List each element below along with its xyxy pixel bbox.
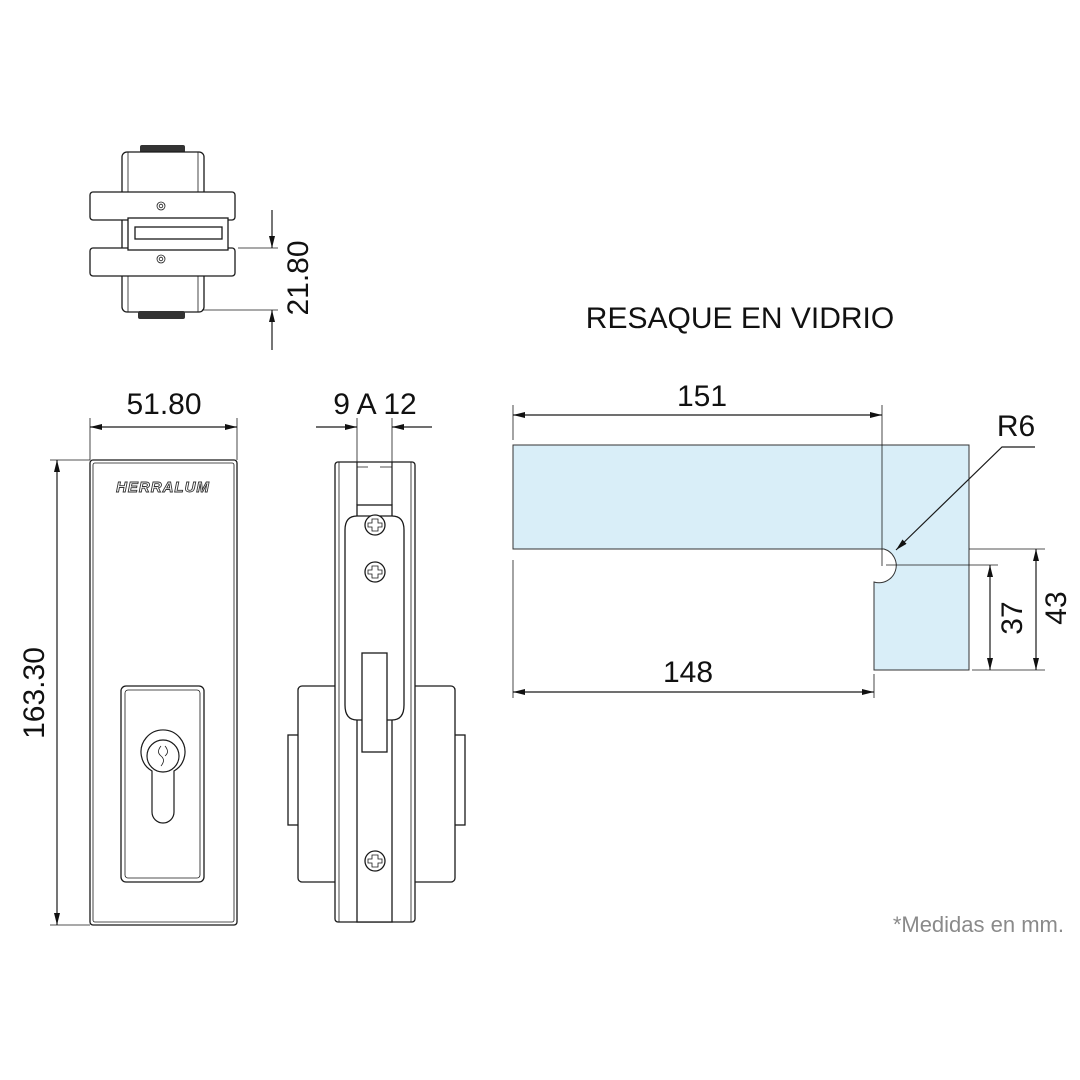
screw-icon <box>156 254 166 264</box>
units-note: *Medidas en mm. <box>893 912 1064 937</box>
screw-icon <box>156 201 166 211</box>
top-pad <box>140 145 185 153</box>
dim-radius: R6 <box>997 410 1035 443</box>
dim-glass-top: 151 <box>677 380 727 413</box>
dim-glass-bottom: 148 <box>663 656 713 689</box>
screw-icon <box>364 561 386 583</box>
dim-notch-outer: 43 <box>1040 591 1073 624</box>
bottom-pad <box>138 311 185 319</box>
glass-panel <box>512 444 970 671</box>
screw-icon <box>364 850 386 872</box>
dim-height: 163.30 <box>18 647 51 739</box>
latch <box>361 652 388 753</box>
dim-top-height: 21.80 <box>282 240 315 315</box>
keyhole-icon <box>140 729 186 824</box>
key-recess <box>120 685 205 883</box>
front-view: HERRALUM 51.80 163.30 <box>18 388 238 926</box>
brand-logo: HERRALUM <box>116 479 210 496</box>
lower-flange <box>89 247 236 277</box>
dim-width: 51.80 <box>126 388 201 421</box>
section-title: RESAQUE EN VIDRIO <box>586 302 894 335</box>
dim-notch-inner: 37 <box>996 601 1029 634</box>
screw-icon <box>364 514 386 536</box>
side-view: 9 A 12 <box>287 388 466 923</box>
faceplate <box>344 515 405 721</box>
glass-notch-view: RESAQUE EN VIDRIO 151 148 R6 37 43 <box>512 302 1073 698</box>
dim-glass-range: 9 A 12 <box>333 388 416 421</box>
top-view: 21.80 <box>89 145 315 350</box>
